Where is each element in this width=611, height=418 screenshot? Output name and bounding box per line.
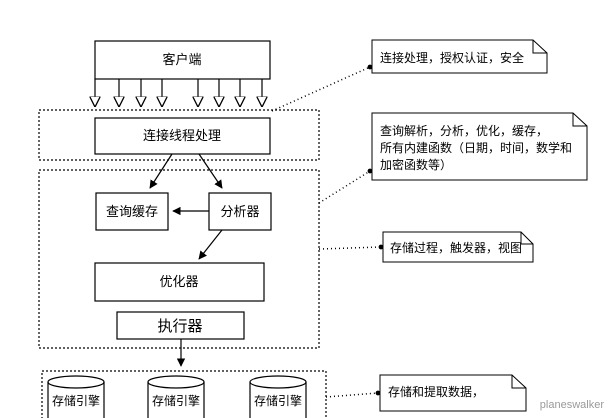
client-connection-arrows	[95, 79, 262, 106]
query-cache-label: 查询缓存	[106, 205, 158, 220]
connector-connection	[271, 64, 373, 112]
optimizer-label: 优化器	[159, 275, 198, 290]
note-connectors	[271, 64, 384, 398]
note-parse-line-2: 所有内建函数（日期，时间，数学和	[380, 140, 572, 155]
client-label: 客户端	[162, 52, 201, 68]
note-parse-line-3: 加密函数等）	[380, 157, 452, 172]
storage-engine-label: 存储引擎	[152, 393, 200, 408]
query-cache-box	[95, 192, 169, 231]
parser-to-optimizer-arrow	[198, 229, 223, 260]
storage-engine-label: 存储引擎	[254, 393, 302, 408]
note-storage	[379, 374, 527, 412]
connection-layer	[38, 109, 320, 161]
watermark: planeswalker	[540, 399, 605, 411]
storage-engine-2	[147, 375, 205, 418]
parser-label: 分析器	[220, 205, 259, 220]
storage-engine-label: 存储引擎	[52, 393, 100, 408]
storage-engine-3	[249, 375, 307, 418]
client-box	[94, 40, 271, 80]
note-procedures	[382, 231, 534, 263]
optimizer-box	[94, 262, 265, 302]
note-parse-line-1: 查询解析，分析，优化，缓存，	[380, 124, 548, 138]
executor-label: 执行器	[157, 317, 202, 335]
connector-procedures	[318, 244, 384, 250]
flow-arrows	[149, 153, 223, 367]
connection-to-parser-arrow	[198, 153, 223, 189]
note-procedures-text: 存储过程，触发器，视图	[390, 240, 522, 255]
executor-box	[116, 311, 245, 340]
connector-storage	[325, 390, 381, 398]
service-layer	[38, 169, 320, 349]
note-storage-text: 存储和提取数据，	[388, 384, 484, 399]
storage-engine-cylinders	[47, 375, 307, 418]
note-connection-text: 连接处理，授权认证，安全	[380, 50, 524, 65]
connection-to-cache-arrow	[149, 153, 173, 189]
connection-thread-label: 连接线程处理	[143, 128, 221, 144]
connection-thread-box	[94, 117, 271, 155]
storage-engine-1	[47, 375, 105, 418]
connector-parse	[318, 168, 373, 204]
storage-layer	[41, 370, 327, 418]
